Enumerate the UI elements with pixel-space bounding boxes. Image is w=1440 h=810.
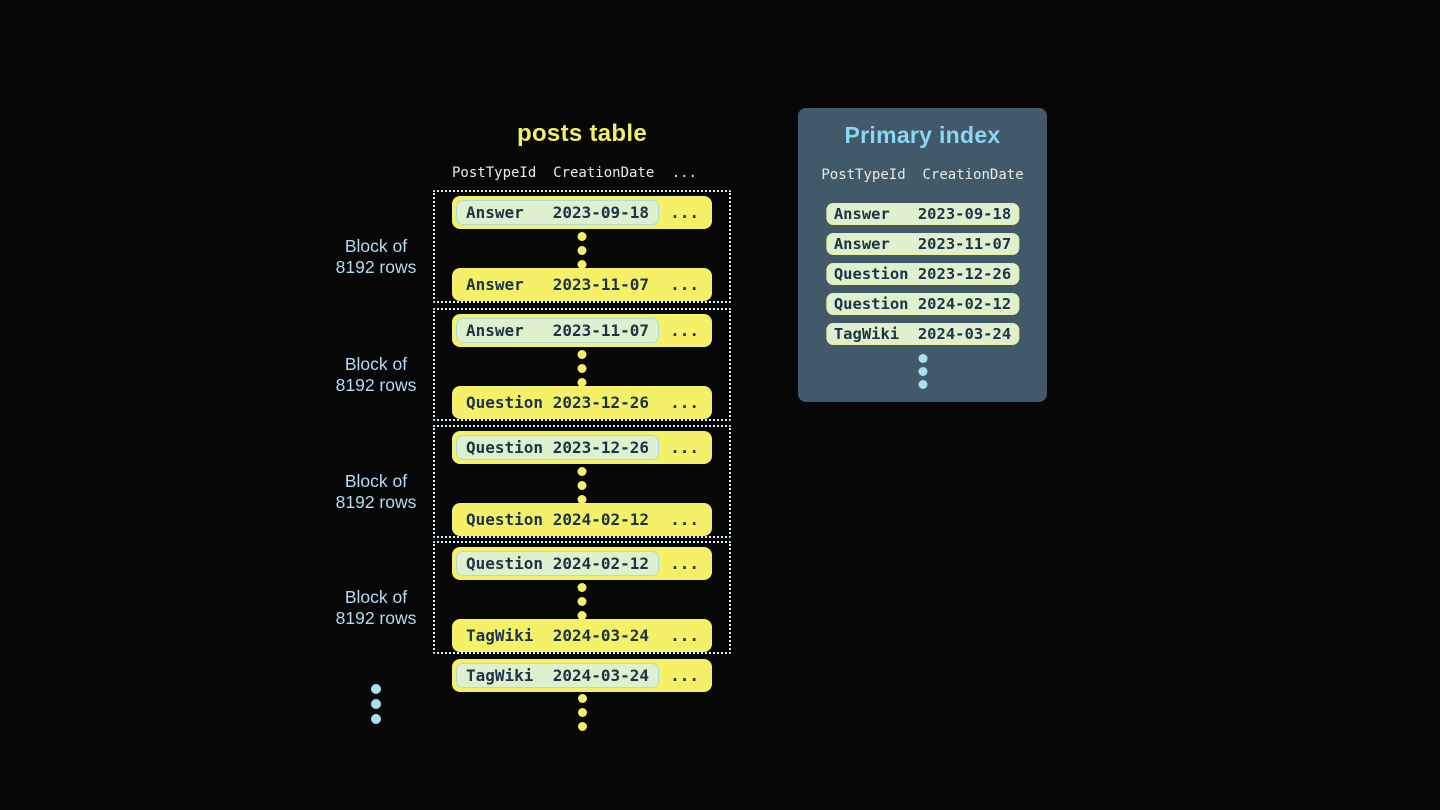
entry-creationdate: 2024-02-12 <box>917 295 1012 313</box>
table-row: Question 2023-12-26 ... <box>452 431 712 464</box>
vertical-ellipsis-dots <box>577 467 587 509</box>
entry-posttypeid: Question <box>833 265 909 283</box>
primary-index-title: Primary index <box>844 122 1001 148</box>
row-creationdate: 2024-02-12 <box>552 510 650 529</box>
table-row: Question 2024-02-12 ... <box>452 547 712 580</box>
posts-table-column-headers: PostTypeId CreationDate ... <box>452 165 699 181</box>
vertical-ellipsis-dots <box>577 350 587 392</box>
row-posttypeid: Answer <box>466 321 524 340</box>
row-ellipsis: ... <box>670 626 699 645</box>
row-posttypeid: TagWiki <box>466 626 534 645</box>
block-label-line2: 8192 rows <box>335 256 417 277</box>
row-ellipsis: ... <box>670 438 699 457</box>
entry-posttypeid: Question <box>833 295 909 313</box>
row-posttypeid: Answer <box>466 275 524 294</box>
indexed-row-highlight: Answer 2023-09-18 <box>456 200 660 225</box>
block-label-line1: Block of <box>344 353 408 374</box>
row-creationdate: 2024-03-24 <box>552 626 650 645</box>
posts-table-title: posts table <box>517 120 647 147</box>
column-header-creationdate: CreationDate <box>922 167 1024 183</box>
vertical-ellipsis-dots <box>577 232 587 274</box>
row-posttypeid: TagWiki <box>466 666 534 685</box>
entry-posttypeid: TagWiki <box>833 325 900 343</box>
block-label-line2: 8192 rows <box>335 491 417 512</box>
index-entry: Question 2024-02-12 <box>825 293 1020 315</box>
row-values: Question 2023-12-26 <box>456 390 659 415</box>
table-row: Answer 2023-11-07 ... <box>452 268 712 301</box>
more-rows-ellipsis-dots <box>452 694 712 736</box>
row-posttypeid: Question <box>466 438 544 457</box>
primary-index-panel: Primary index PostTypeId CreationDate An… <box>798 108 1047 402</box>
row-posttypeid: Question <box>466 554 544 573</box>
row-creationdate: 2023-12-26 <box>552 393 650 412</box>
table-row: Answer 2023-09-18 ... <box>452 196 712 229</box>
row-ellipsis: ... <box>670 321 699 340</box>
row-ellipsis: ... <box>670 393 699 412</box>
table-row-overflow: TagWiki 2024-03-24 ... <box>452 659 712 692</box>
primary-index-column-headers: PostTypeId CreationDate <box>798 167 1047 183</box>
block-label-line1: Block of <box>344 586 408 607</box>
entry-creationdate: 2023-12-26 <box>917 265 1012 283</box>
row-block-3: Block of 8192 rows Question 2023-12-26 ..… <box>336 425 731 538</box>
block-label-line2: 8192 rows <box>335 374 417 395</box>
row-ellipsis: ... <box>670 554 699 573</box>
row-ellipsis: ... <box>670 203 699 222</box>
more-blocks-ellipsis-dots <box>371 684 381 729</box>
block-size-label: Block of 8192 rows <box>321 354 431 396</box>
row-ellipsis: ... <box>670 510 699 529</box>
table-row: Answer 2023-11-07 ... <box>452 314 712 347</box>
row-posttypeid: Question <box>466 393 544 412</box>
row-creationdate: 2023-12-26 <box>552 438 650 457</box>
index-entry: Answer 2023-09-18 <box>825 203 1020 225</box>
block-label-line1: Block of <box>344 235 408 256</box>
row-ellipsis: ... <box>670 666 699 685</box>
block-size-label: Block of 8192 rows <box>321 587 431 629</box>
column-header-creationdate: CreationDate <box>553 165 655 181</box>
more-entries-ellipsis-dots <box>918 354 927 393</box>
row-ellipsis: ... <box>670 275 699 294</box>
row-values: Answer 2023-11-07 <box>456 272 659 297</box>
row-creationdate: 2024-03-24 <box>552 666 650 685</box>
column-header-posttypeid: PostTypeId <box>821 167 906 183</box>
indexed-row-highlight: Question 2023-12-26 <box>456 435 660 460</box>
vertical-ellipsis-dots <box>577 583 587 625</box>
index-entry: Answer 2023-11-07 <box>825 233 1020 255</box>
indexed-row-highlight: Answer 2023-11-07 <box>456 318 660 343</box>
block-size-label: Block of 8192 rows <box>321 236 431 278</box>
indexed-row-highlight: Question 2024-02-12 <box>456 551 660 576</box>
row-posttypeid: Answer <box>466 203 524 222</box>
indexed-row-highlight: TagWiki 2024-03-24 <box>456 663 660 688</box>
entry-posttypeid: Answer <box>833 205 890 223</box>
row-values: TagWiki 2024-03-24 <box>456 623 659 648</box>
row-posttypeid: Question <box>466 510 544 529</box>
entry-creationdate: 2024-03-24 <box>917 325 1012 343</box>
table-row: Question 2024-02-12 ... <box>452 503 712 536</box>
row-creationdate: 2023-11-07 <box>552 321 650 340</box>
row-creationdate: 2023-11-07 <box>552 275 650 294</box>
entry-creationdate: 2023-11-07 <box>917 235 1012 253</box>
block-label-line2: 8192 rows <box>335 607 417 628</box>
index-entry: Question 2023-12-26 <box>825 263 1020 285</box>
entry-creationdate: 2023-09-18 <box>917 205 1012 223</box>
table-row: TagWiki 2024-03-24 ... <box>452 619 712 652</box>
row-values: Question 2024-02-12 <box>456 507 659 532</box>
column-header-ellipsis: ... <box>671 165 697 181</box>
entry-posttypeid: Answer <box>833 235 890 253</box>
row-creationdate: 2024-02-12 <box>552 554 650 573</box>
column-header-posttypeid: PostTypeId <box>452 165 537 181</box>
row-creationdate: 2023-09-18 <box>552 203 650 222</box>
block-label-line1: Block of <box>344 470 408 491</box>
row-block-4: Block of 8192 rows Question 2024-02-12 ..… <box>336 541 731 654</box>
block-size-label: Block of 8192 rows <box>321 471 431 513</box>
index-entry: TagWiki 2024-03-24 <box>825 323 1020 345</box>
table-row: Question 2023-12-26 ... <box>452 386 712 419</box>
